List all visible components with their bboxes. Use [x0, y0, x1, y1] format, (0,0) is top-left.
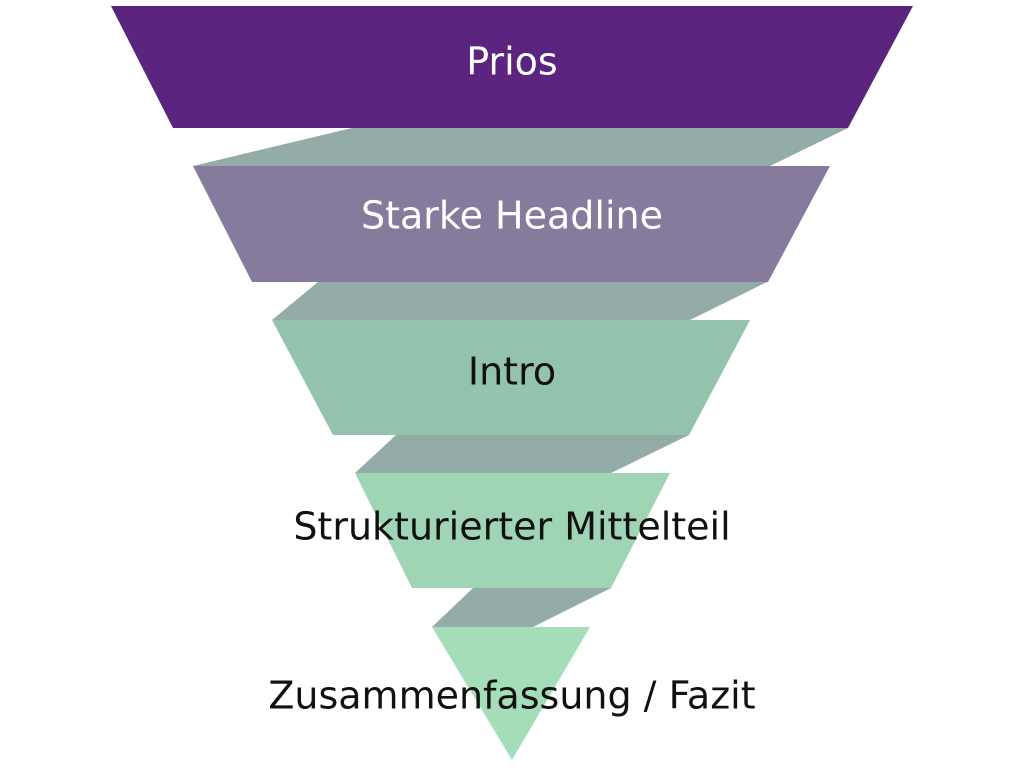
funnel-connector-3: [355, 435, 689, 473]
funnel-level-5-label: Zusammenfassung / Fazit: [268, 674, 755, 718]
funnel-level-1: [111, 6, 913, 128]
funnel-connector-4: [432, 588, 611, 627]
funnel-level-1-label: Prios: [466, 40, 557, 84]
funnel-level-5: [432, 627, 590, 760]
funnel-connector-1: [193, 128, 848, 166]
funnel-level-2-label: Starke Headline: [361, 194, 663, 238]
funnel-level-3-label: Intro: [468, 350, 556, 394]
funnel-level-4: [355, 473, 670, 588]
funnel-level-3: [272, 320, 750, 435]
funnel-level-2: [193, 166, 830, 282]
funnel-connector-2: [272, 282, 767, 320]
funnel-level-4-label: Strukturierter Mittelteil: [293, 505, 730, 549]
